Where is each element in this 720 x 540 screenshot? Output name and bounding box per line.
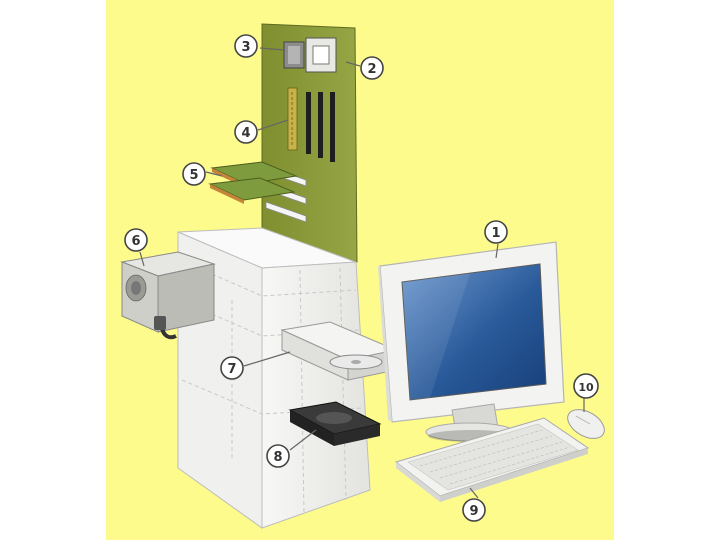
callout-motherboard: 2 xyxy=(360,56,384,80)
ram-module xyxy=(287,87,298,151)
monitor-screen xyxy=(401,263,547,401)
ram-slot xyxy=(330,92,335,162)
callout-power-supply: 6 xyxy=(124,228,148,252)
callout-label: 1 xyxy=(491,226,500,241)
motherboard xyxy=(261,23,358,263)
ram-slot xyxy=(318,92,323,158)
leader-lines xyxy=(139,47,585,499)
hard-drive xyxy=(288,401,382,446)
right-white-strip xyxy=(614,0,720,540)
callout-label: 6 xyxy=(131,234,140,249)
cpu-chip xyxy=(283,41,305,69)
callout-label: 8 xyxy=(273,450,282,465)
callout-label: 4 xyxy=(241,126,250,141)
callout-hard-drive: 8 xyxy=(266,444,290,468)
callout-label: 2 xyxy=(367,62,376,77)
left-white-strip xyxy=(0,0,106,540)
monitor xyxy=(378,241,565,442)
callout-label: 10 xyxy=(578,381,594,394)
power-supply xyxy=(120,251,216,340)
ram-slot xyxy=(306,92,311,154)
callout-label: 5 xyxy=(189,168,198,183)
callout-expansion-cards: 5 xyxy=(182,162,206,186)
callout-cpu: 3 xyxy=(234,34,258,58)
callout-monitor: 1 xyxy=(484,220,508,244)
mouse xyxy=(567,409,605,439)
callout-keyboard: 9 xyxy=(462,498,486,522)
callout-label: 9 xyxy=(469,504,478,519)
callout-mouse: 10 xyxy=(573,373,599,399)
callout-optical-drive: 7 xyxy=(220,356,244,380)
callout-ram: 4 xyxy=(234,120,258,144)
expansion-slot xyxy=(265,201,307,223)
expansion-cards xyxy=(208,161,298,204)
keyboard xyxy=(394,417,590,502)
callout-label: 3 xyxy=(241,40,250,55)
callout-label: 7 xyxy=(227,362,236,377)
